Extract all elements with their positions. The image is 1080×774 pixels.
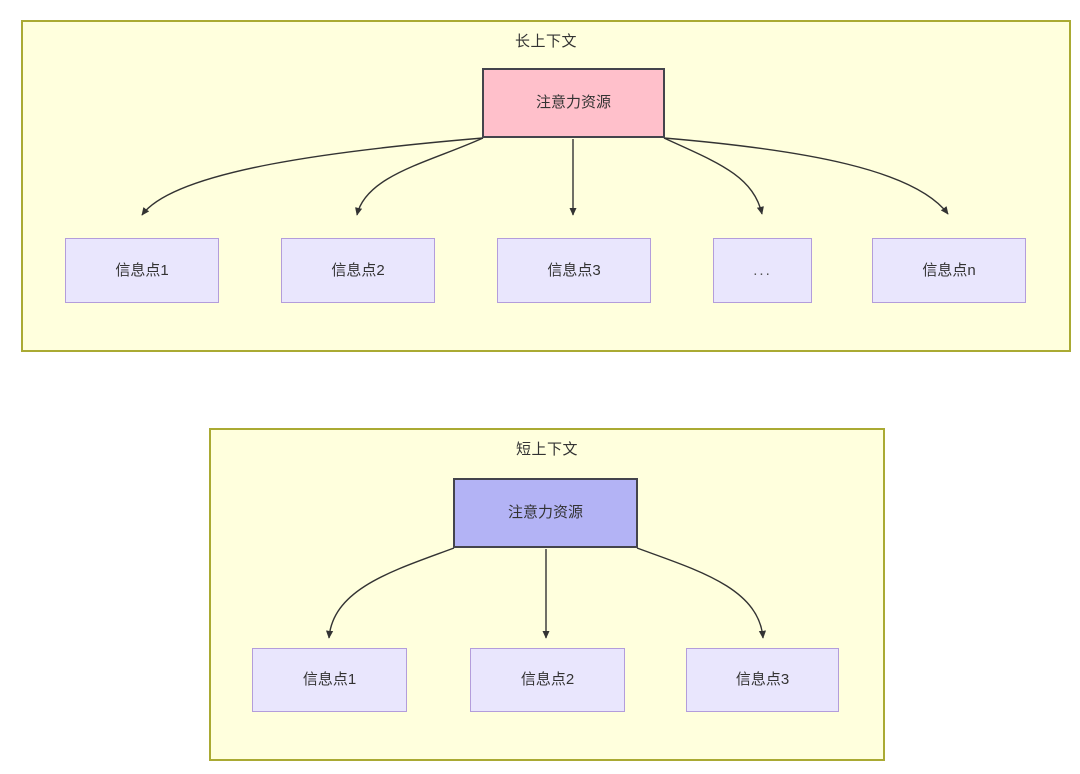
node-long-leaf-3-label: 信息点3 bbox=[547, 261, 601, 279]
node-long-root-label: 注意力资源 bbox=[535, 94, 611, 111]
node-long-leaf-2-label: 信息点2 bbox=[331, 261, 385, 279]
node-long-leaf-2[interactable]: 信息点2 bbox=[281, 238, 435, 303]
node-short-leaf-2[interactable]: 信息点2 bbox=[470, 648, 625, 712]
node-short-root-label: 注意力资源 bbox=[507, 504, 583, 521]
node-short-leaf-1[interactable]: 信息点1 bbox=[252, 648, 407, 712]
node-short-leaf-2-label: 信息点2 bbox=[520, 671, 575, 688]
node-long-leaf-3[interactable]: 信息点3 bbox=[497, 238, 651, 303]
node-long-root[interactable]: 注意力资源 bbox=[482, 68, 665, 138]
node-short-leaf-1-label: 信息点1 bbox=[302, 671, 357, 688]
node-long-leaf-n-label: 信息点n bbox=[922, 261, 976, 279]
node-long-leaf-ellipsis[interactable]: ... bbox=[713, 238, 812, 303]
node-long-leaf-1-label: 信息点1 bbox=[115, 261, 169, 279]
node-short-root[interactable]: 注意力资源 bbox=[453, 478, 638, 548]
node-short-leaf-3[interactable]: 信息点3 bbox=[686, 648, 839, 712]
node-long-leaf-1[interactable]: 信息点1 bbox=[65, 238, 219, 303]
group-long-context-title: 长上下文 bbox=[514, 33, 577, 50]
node-short-leaf-3-label: 信息点3 bbox=[735, 671, 790, 688]
group-short-context-title: 短上下文 bbox=[515, 441, 578, 458]
node-long-leaf-ellipsis-label: ... bbox=[753, 261, 772, 279]
node-long-leaf-n[interactable]: 信息点n bbox=[872, 238, 1026, 303]
